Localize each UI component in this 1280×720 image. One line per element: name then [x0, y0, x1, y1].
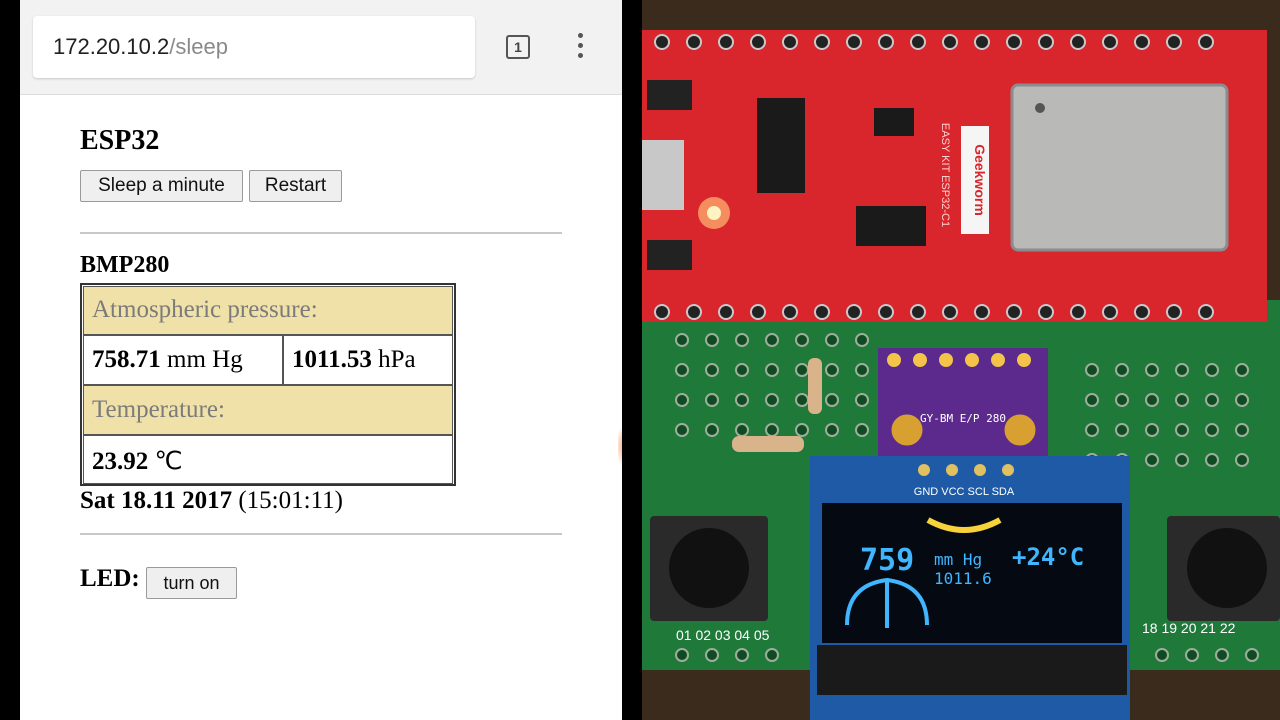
oled-hpa-text: 1011.6 — [934, 569, 992, 588]
oled-screen — [822, 503, 1122, 643]
row-labels-right: 18 19 20 21 22 — [1142, 620, 1236, 636]
overflow-menu-icon[interactable] — [575, 33, 585, 61]
oled-pin-labels: GND VCC SCL SDA — [914, 486, 1015, 498]
temperature-value: 23.92 — [92, 448, 149, 475]
pressure-mmhg-cell: 758.71 mm Hg — [83, 335, 283, 385]
oled-pressure-text: 759 — [860, 543, 914, 578]
header-pins — [654, 34, 1214, 320]
board-brand-text: Geekworm — [972, 144, 988, 216]
address-bar[interactable]: 172.20.10.2/sleep — [33, 16, 475, 78]
tab-switcher-icon[interactable]: 1 — [506, 35, 530, 59]
touch-indicator — [618, 418, 622, 474]
oled-temp-text: +24°C — [1012, 543, 1084, 571]
led-toggle-button[interactable]: turn on — [146, 567, 237, 599]
divider — [80, 232, 562, 234]
url-text[interactable]: 172.20.10.2/sleep — [53, 34, 228, 60]
sensor-module-text: GY-BM E/P 280 — [920, 412, 1006, 425]
sensor-title: BMP280 — [80, 252, 170, 278]
pressure-mmhg-value: 758.71 — [92, 346, 161, 373]
sensor-table: Atmospheric pressure: 758.71 mm Hg 1011.… — [80, 283, 456, 486]
oled-pins — [918, 464, 1014, 476]
led-label: LED: — [80, 565, 140, 592]
sleep-button[interactable]: Sleep a minute — [80, 170, 243, 202]
pressure-hpa-cell: 1011.53 hPa — [283, 335, 453, 385]
phone-browser: 172.20.10.2/sleep 1 ESP32 Sleep a minute… — [20, 0, 622, 720]
restart-button[interactable]: Restart — [249, 170, 342, 202]
divider — [80, 533, 562, 535]
temperature-header: Temperature: — [83, 385, 453, 435]
browser-toolbar: 172.20.10.2/sleep 1 — [20, 0, 622, 95]
pressure-mmhg-unit: mm Hg — [167, 346, 243, 373]
wifi-module — [1010, 83, 1229, 252]
temperature-cell: 23.92 ℃ — [83, 435, 453, 484]
oled-unit-text: mm Hg — [934, 550, 982, 569]
bmp280-pins — [887, 353, 1031, 367]
pressure-header: Atmospheric pressure: — [83, 286, 453, 335]
url-path: /sleep — [169, 34, 228, 59]
temperature-unit: ℃ — [154, 448, 183, 475]
date-time: Sat 18.11 2017 (15:01:11) — [80, 487, 343, 515]
web-page: ESP32 Sleep a minute Restart BMP280 Atmo… — [20, 95, 622, 720]
board-model-text: EASY KIT ESP32-C1 — [939, 123, 951, 227]
date-text: Sat 18.11 2017 — [80, 487, 233, 514]
pressure-hpa-value: 1011.53 — [292, 346, 372, 373]
hardware-photo-illustration: Geekworm EASY KIT ESP32-C1 GY-BM E/P 280… — [642, 0, 1280, 720]
time-text: (15:01:11) — [238, 487, 343, 514]
usb-chip — [757, 98, 805, 193]
row-labels-left: 01 02 03 04 05 — [676, 627, 770, 643]
page-title: ESP32 — [80, 125, 160, 156]
pressure-hpa-unit: hPa — [378, 346, 416, 373]
hardware-photo: Geekworm EASY KIT ESP32-C1 GY-BM E/P 280… — [642, 0, 1280, 720]
url-host: 172.20.10.2 — [53, 34, 170, 59]
